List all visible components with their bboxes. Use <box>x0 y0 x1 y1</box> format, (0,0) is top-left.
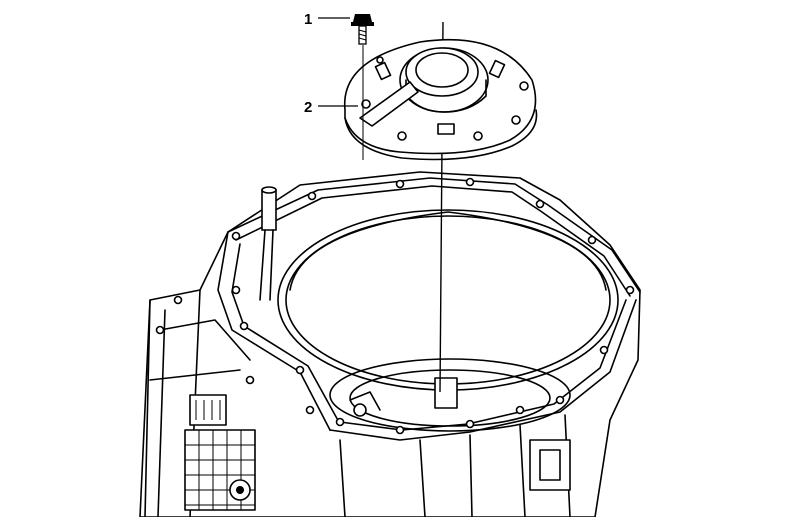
transmission-case <box>139 171 641 517</box>
support-cover <box>343 38 538 161</box>
wiring-harness-grid <box>184 429 256 511</box>
bolt <box>351 14 374 45</box>
callout-2: 2 <box>304 99 358 116</box>
callout-number: 2 <box>304 99 312 116</box>
callout-number: 1 <box>304 11 312 28</box>
flange-bolt-holes <box>155 177 635 435</box>
callout-1: 1 <box>304 11 350 28</box>
